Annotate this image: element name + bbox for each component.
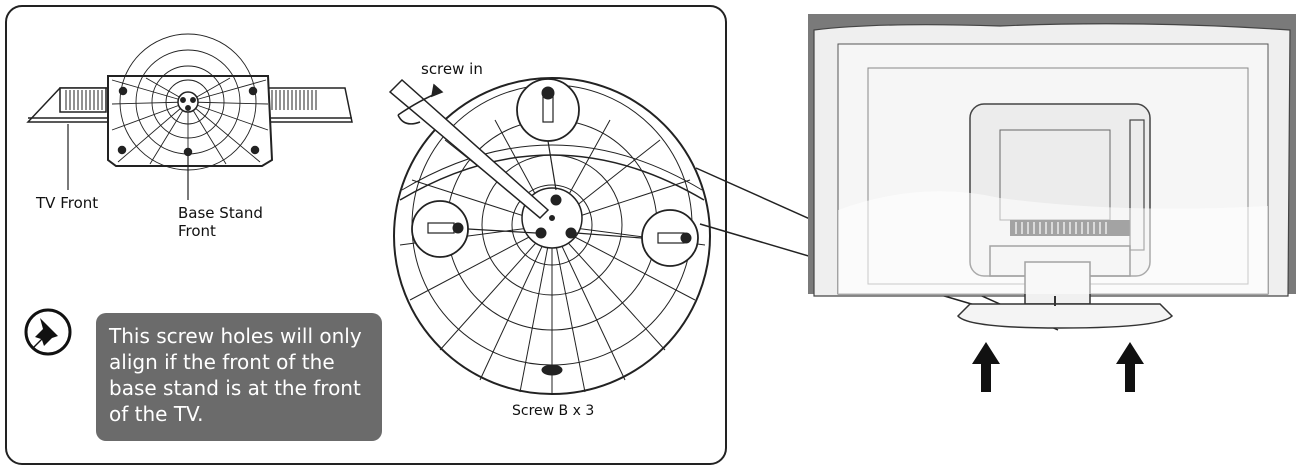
pushpin-icon — [24, 308, 72, 356]
base-stand-front-label-line2: Front — [178, 222, 216, 240]
tv-front-label: TV Front — [36, 194, 99, 212]
note-line: This screw holes will only — [109, 324, 362, 348]
tv-rear-view — [808, 14, 1296, 329]
screw-count-label: Screw B x 3 — [512, 403, 595, 419]
lift-arrows — [972, 342, 1144, 392]
note-line: of the TV. — [109, 402, 204, 426]
note-line: base stand is at the front — [109, 376, 361, 400]
alignment-note: This screw holes will only align if the … — [96, 313, 382, 441]
note-line: align if the front of the — [109, 350, 335, 374]
screwdriver — [388, 78, 550, 220]
screw-in-label: screw in — [421, 60, 483, 78]
base-stand-front-label-line1: Base Stand — [178, 204, 263, 222]
instruction-panel-frame — [5, 5, 727, 465]
up-arrow-icon — [972, 342, 1000, 392]
up-arrow-icon — [1116, 342, 1144, 392]
top-view-illustration — [26, 33, 353, 200]
